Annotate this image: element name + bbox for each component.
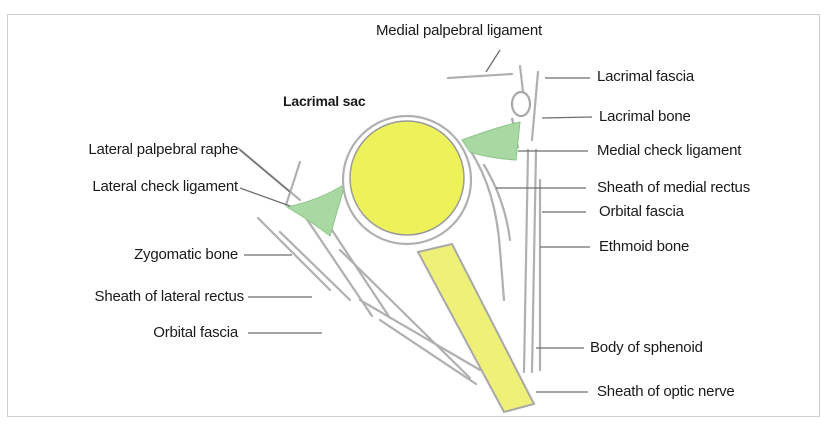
label-zygomatic-bone: Zygomatic bone xyxy=(134,246,238,264)
label-lacrimal-sac: Lacrimal sac xyxy=(283,92,365,110)
medial-palpebral-ligament-band xyxy=(448,74,512,78)
medial-rectus-sheath-inner xyxy=(470,150,504,300)
label-medial-check-ligament: Medial check ligament xyxy=(597,142,741,160)
zygomatic-bone-outline-outer xyxy=(258,218,330,290)
eyeball xyxy=(350,121,464,235)
optic-nerve-shape xyxy=(418,244,534,412)
label-lateral-check-ligament: Lateral check ligament xyxy=(92,178,238,196)
label-lacrimal-fascia: Lacrimal fascia xyxy=(597,68,694,86)
label-sheath-of-optic-nerve: Sheath of optic nerve xyxy=(597,383,735,401)
ethmoid-lamina-inner xyxy=(532,150,536,372)
label-lateral-palpebral-raphe: Lateral palpebral raphe xyxy=(88,141,238,159)
label-sheath-of-lateral-rectus: Sheath of lateral rectus xyxy=(95,288,244,306)
label-body-of-sphenoid: Body of sphenoid xyxy=(590,339,703,357)
label-ethmoid-bone: Ethmoid bone xyxy=(599,238,689,256)
medial-check-ligament-shape xyxy=(462,122,520,160)
label-medial-palpebral-ligament: Medial palpebral ligament xyxy=(376,22,542,40)
ethmoid-lamina-outer xyxy=(524,150,528,372)
label-orbital-fascia-right: Orbital fascia xyxy=(599,203,684,221)
lacrimal-fascia-outer xyxy=(532,72,538,140)
label-sheath-of-medial-rectus: Sheath of medial rectus xyxy=(597,179,750,197)
label-orbital-fascia-left: Orbital fascia xyxy=(153,324,238,342)
lateral-check-ligament-shape xyxy=(287,184,345,236)
label-lacrimal-bone: Lacrimal bone xyxy=(599,108,691,126)
